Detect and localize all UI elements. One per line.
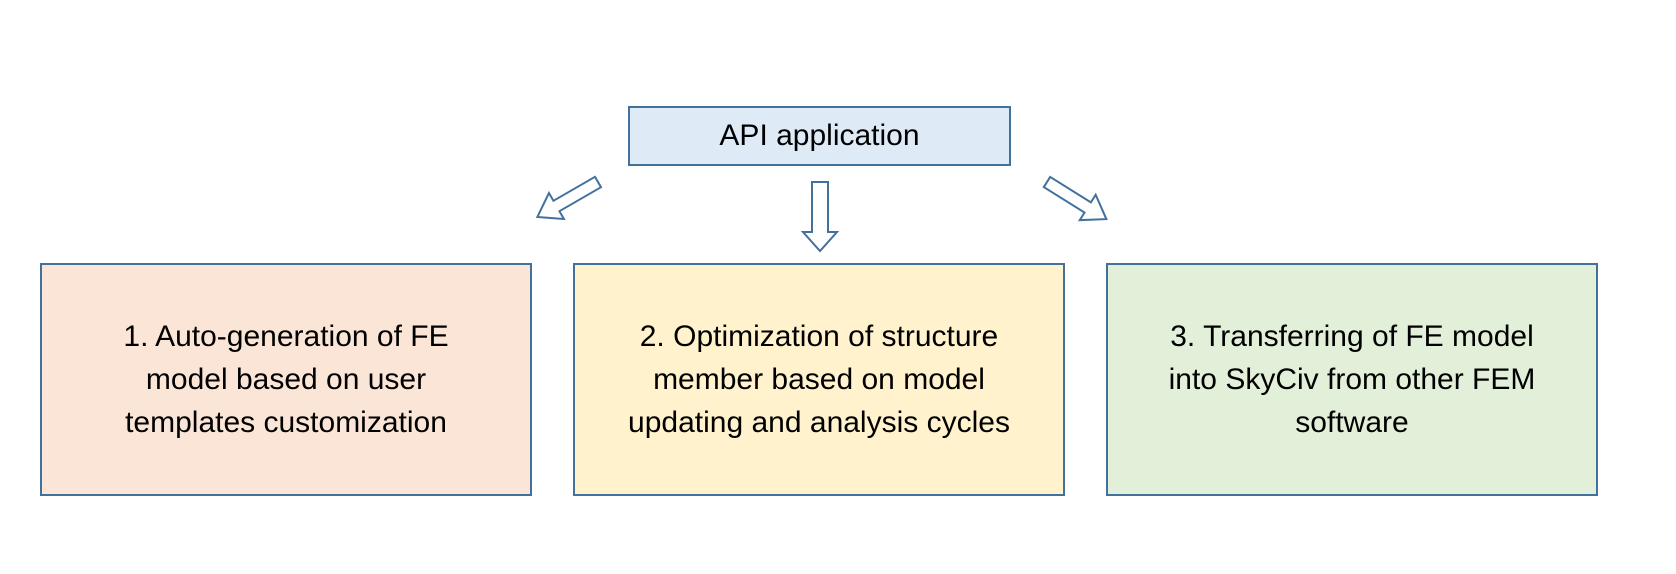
api-application-box: API application bbox=[628, 106, 1011, 166]
arrow-left-icon bbox=[535, 175, 603, 221]
auto-generation-label: 1. Auto-generation of FE model based on … bbox=[123, 320, 449, 439]
api-application-label: API application bbox=[719, 119, 920, 152]
auto-generation-box: 1. Auto-generation of FE model based on … bbox=[40, 263, 532, 496]
arrow-right-icon bbox=[1042, 175, 1108, 222]
optimization-label: 2. Optimization of structure member base… bbox=[628, 320, 1010, 439]
optimization-box: 2. Optimization of structure member base… bbox=[573, 263, 1065, 496]
transferring-box: 3. Transferring of FE model into SkyCiv … bbox=[1106, 263, 1598, 496]
arrow-down-icon bbox=[800, 181, 840, 253]
transferring-label: 3. Transferring of FE model into SkyCiv … bbox=[1168, 320, 1536, 439]
